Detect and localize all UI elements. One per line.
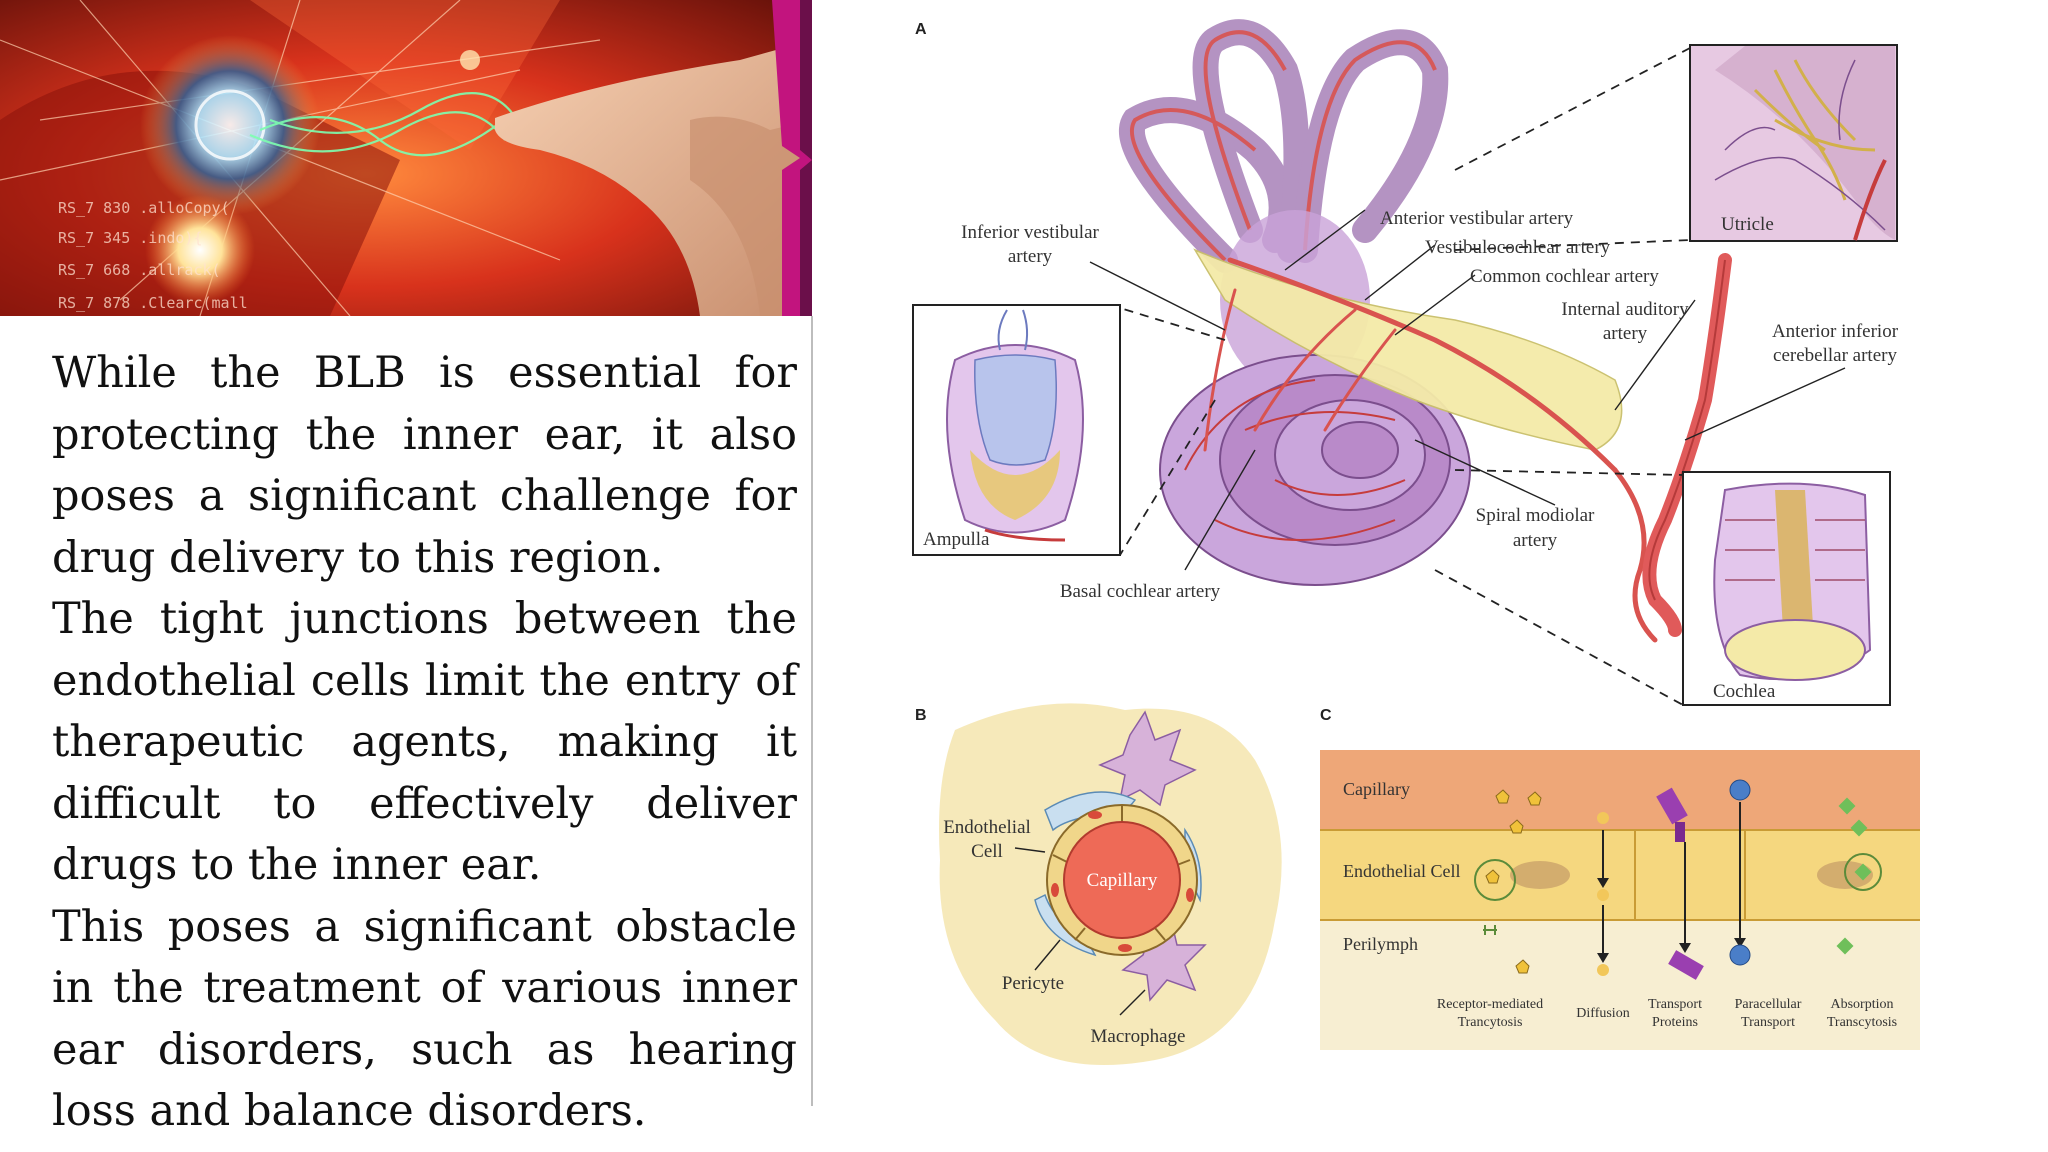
label-transport: Transport: [1648, 997, 1702, 1012]
capillary-layer: [1320, 750, 1920, 835]
label-common-cochlear: Common cochlear artery: [1470, 266, 1659, 287]
label-internal-auditory: Internal auditory: [1561, 299, 1689, 320]
hero-code-line: RS_7 668 .allrack(: [58, 261, 221, 279]
label-spiral-modiolar: artery: [1513, 530, 1558, 551]
cochlea-spiral: [1159, 354, 1471, 586]
transport-paracellular: [1729, 779, 1751, 966]
label-inferior-vestibular: artery: [1008, 246, 1053, 267]
label-basal-cochlear: Basal cochlear artery: [1060, 581, 1221, 602]
label-anterior-inferior-cerebellar: Anterior inferior: [1772, 321, 1899, 342]
label-transport: Absorption: [1831, 997, 1894, 1012]
macrophage-cell: [1098, 710, 1207, 1002]
label-transport: Proteins: [1652, 1015, 1698, 1030]
label-pericyte: Pericyte: [1002, 973, 1064, 994]
label-transport: Paracellular: [1735, 997, 1802, 1012]
transport-absorption: [1836, 797, 1882, 955]
label-capillary: Capillary: [1087, 870, 1158, 891]
endothelial-nuclei: [1051, 811, 1194, 952]
label-ampulla: Ampulla: [923, 529, 990, 550]
column-divider: [811, 316, 813, 1106]
label-inferior-vestibular: Inferior vestibular: [961, 222, 1099, 243]
label-macrophage: Macrophage: [1091, 1026, 1186, 1047]
label-spiral-modiolar: Spiral modiolar: [1476, 505, 1595, 526]
transport-receptor-mediated: [1474, 789, 1542, 974]
label-layer: Endothelial Cell: [1343, 861, 1460, 881]
label-endothelial-cell: Endothelial: [943, 817, 1031, 838]
label-transport: Trancytosis: [1458, 1015, 1523, 1030]
panel-b: B: [915, 703, 1282, 1065]
ampulla-inset: Ampulla: [912, 304, 1121, 556]
label-anterior-vestibular: Anterior vestibular artery: [1380, 208, 1574, 229]
label-layer: Perilymph: [1343, 934, 1418, 954]
hero-code-line: RS_7 830 .alloCopy(: [58, 199, 230, 217]
panel-a: A: [912, 19, 1899, 706]
utricle-inset: Utricle: [1689, 44, 1898, 242]
paragraph: The tight junctions between the endothel…: [52, 594, 797, 890]
paragraph: This poses a significant obstacle in the…: [52, 901, 797, 1137]
figure: A: [895, 0, 2048, 1100]
panel-letter: C: [1320, 707, 1332, 724]
hero-image: RS_7 830 .alloCopy( RS_7 345 .indo){ RS_…: [0, 0, 812, 316]
label-vestibulocochlear: Vestibulocochlear artery: [1425, 237, 1611, 258]
label-layer: Capillary: [1343, 779, 1410, 799]
hero-code-line: RS_7 345 .indo){: [58, 229, 203, 247]
label-anterior-inferior-cerebellar: cerebellar artery: [1773, 345, 1897, 366]
paragraph: While the BLB is essential for protectin…: [52, 348, 797, 583]
cochlea-inset: Cochlea: [1682, 471, 1891, 706]
label-transport: Receptor-mediated: [1437, 997, 1543, 1012]
panel-letter: A: [915, 21, 927, 38]
label-endothelial-cell: Cell: [971, 841, 1003, 862]
hero-code-line: RS_7 878 .Clearc(mall: [58, 294, 248, 312]
label-cochlea: Cochlea: [1713, 681, 1776, 702]
label-internal-auditory: artery: [1603, 323, 1648, 344]
label-utricle: Utricle: [1721, 214, 1774, 235]
transport-proteins: [1656, 787, 1704, 980]
label-transport: Diffusion: [1576, 1006, 1629, 1021]
body-text: While the BLB is essential for protectin…: [52, 343, 797, 1143]
panel-c: C Capillary Endothelial Cell Perilymph: [1320, 707, 1920, 1050]
label-transport: Transport: [1741, 1015, 1795, 1030]
transport-diffusion: [1597, 812, 1609, 976]
capillary-lumen: [1063, 821, 1181, 939]
label-transport: Transcytosis: [1827, 1015, 1897, 1030]
panel-letter: B: [915, 707, 927, 724]
